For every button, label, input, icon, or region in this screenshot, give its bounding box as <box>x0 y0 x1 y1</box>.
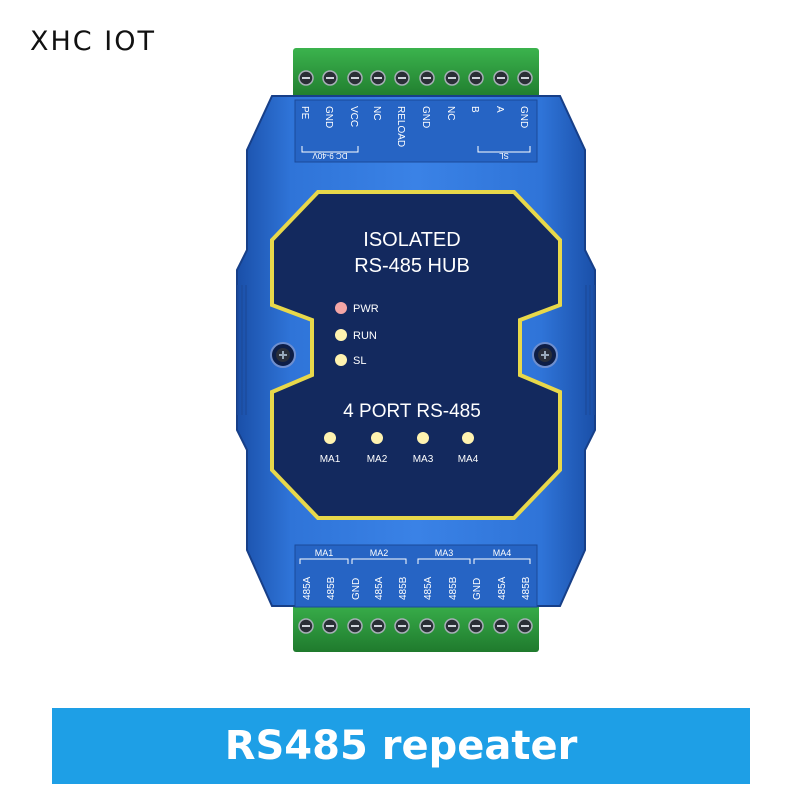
right-mount-screw <box>532 342 558 368</box>
port-led-ma3: MA3 <box>413 432 434 465</box>
bottom-terminal-label: 485A <box>423 576 434 600</box>
product-banner: RS485 repeater <box>52 708 750 784</box>
port-led-ma1-label: MA1 <box>320 454 341 465</box>
top-terminal-label: B <box>469 106 480 113</box>
top-group-markers <box>301 146 531 153</box>
bottom-group-ma2: MA2 <box>370 548 389 558</box>
port-led-ma3-label: MA3 <box>413 454 434 465</box>
bottom-terminal-label: GND <box>351 578 362 600</box>
port-led-ma2: MA2 <box>367 432 388 465</box>
bottom-group-ma3: MA3 <box>435 548 454 558</box>
top-terminal-labels: PE GND VCC NC RELOAD GND NC B A GND <box>299 106 529 147</box>
device-title-line2: RS-485 HUB <box>354 255 470 277</box>
indicator-sl-label: SL <box>353 355 366 367</box>
right-grip <box>585 285 595 415</box>
indicator-sl: SL <box>335 354 366 367</box>
bottom-terminal-label: 485A <box>374 576 385 600</box>
bottom-terminal-label: 485A <box>302 576 313 600</box>
front-panel <box>270 190 562 520</box>
power-range-label: DC 9-40V <box>312 151 348 160</box>
port-count-label: 4 PORT RS-485 <box>343 401 481 422</box>
bottom-group-markers <box>299 558 531 564</box>
left-grip <box>237 285 247 415</box>
bottom-terminal-label: 485A <box>497 576 508 600</box>
port-led-ma4: MA4 <box>458 432 479 465</box>
top-terminal-label: A <box>494 106 505 113</box>
bottom-terminal-label: 485B <box>326 576 337 600</box>
top-terminal-label: RELOAD <box>395 106 406 147</box>
brand-logo-text: XHC IOT <box>30 26 156 57</box>
sl-group-label: SL <box>499 151 509 160</box>
top-terminal-label: PE <box>299 106 310 120</box>
bottom-terminal-label: 485B <box>521 576 532 600</box>
left-mount-screw <box>270 342 296 368</box>
bottom-label-strip <box>294 544 538 608</box>
top-terminal-label: NC <box>371 106 382 120</box>
bottom-terminal-labels: 485A 485B GND 485A 485B 485A 485B GND 485A 485B <box>302 576 532 600</box>
bottom-terminal-label: GND <box>472 578 483 600</box>
top-terminal-label: GND <box>420 106 431 128</box>
top-terminal-label: NC <box>445 106 456 120</box>
port-led-ma1: MA1 <box>320 432 341 465</box>
bottom-terminal-label: 485B <box>448 576 459 600</box>
top-terminal-label: GND <box>323 106 334 128</box>
indicator-run: RUN <box>335 329 377 342</box>
indicator-run-label: RUN <box>353 330 377 342</box>
rs485-hub-device: ISOLATED RS-485 HUB PWR RUN SL 4 PORT RS… <box>236 48 596 652</box>
indicator-pwr: PWR <box>335 302 379 315</box>
bottom-group-ma4: MA4 <box>493 548 512 558</box>
top-terminal-block <box>293 48 539 100</box>
bottom-terminal-label: 485B <box>398 576 409 600</box>
device-title-line1: ISOLATED <box>363 229 460 251</box>
bottom-terminal-block <box>293 600 539 652</box>
indicator-pwr-label: PWR <box>353 303 379 315</box>
port-led-ma2-label: MA2 <box>367 454 388 465</box>
top-terminal-label: GND <box>518 106 529 128</box>
top-terminal-label: VCC <box>348 106 359 127</box>
port-led-ma4-label: MA4 <box>458 454 479 465</box>
bottom-group-ma1: MA1 <box>315 548 334 558</box>
